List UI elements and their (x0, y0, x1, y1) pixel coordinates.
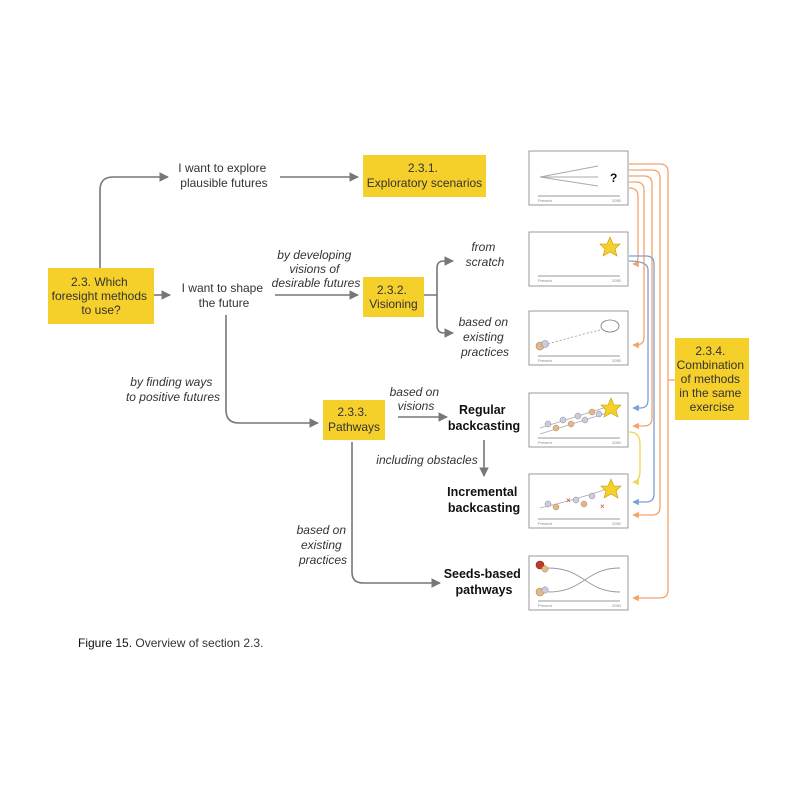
flow-arrows (99, 172, 489, 588)
exploratory-number: 2.3.1. (408, 161, 438, 175)
label-developing: by developing visions of desirable futur… (272, 248, 361, 290)
yellow-link (628, 431, 641, 486)
exploratory-title: Exploratory scenarios (367, 176, 482, 190)
orange-link-4 (629, 181, 645, 349)
visioning-node: 2.3.2. Visioning (363, 277, 424, 317)
combination-number: 2.3.4. (695, 344, 725, 358)
thumbnail-seeds: Present 2050 (528, 555, 629, 611)
root-line-3: to use? (81, 303, 121, 317)
question-mark: ? (610, 171, 617, 185)
label-from-scratch: from scratch (466, 240, 505, 269)
pathways-box (323, 400, 385, 440)
thumbnail-exploratory: ? Present 2050 (528, 150, 629, 206)
seeds-pathways-label: Seeds-based pathways (444, 567, 525, 597)
axis-end-label: 2050 (612, 198, 622, 203)
arrow-visioning-branch-top (424, 256, 454, 296)
blue-link-1 (629, 255, 655, 506)
svg-text:2.3.3. Pathways: 2.3.3. Pathways (328, 405, 380, 434)
thumbnail-vision-scratch: Present 2050 (528, 231, 629, 287)
shape-question: I want to shape the future (182, 281, 267, 310)
arrow-visioning-branch-bottom (436, 295, 454, 338)
visioning-box (363, 277, 424, 317)
svg-text:2.3.1. Exploratory scena: 2.3.1. Exploratory scenarios (367, 161, 482, 190)
exploratory-box (363, 155, 486, 197)
arrow-shape-to-pathways (225, 315, 319, 428)
label-finding-ways: by finding ways to positive futures (126, 375, 220, 404)
svg-text:2050: 2050 (612, 521, 622, 526)
root-box (48, 268, 154, 324)
orange-link-5 (628, 187, 639, 268)
visioning-number: 2.3.2. (377, 283, 407, 297)
axis-start-label: Present (538, 198, 553, 203)
svg-text:Present: Present (538, 521, 553, 526)
incremental-backcasting-label: Incremental backcasting (447, 485, 521, 515)
star-icon (599, 236, 621, 257)
svg-text:2050: 2050 (612, 440, 622, 445)
svg-text:Present: Present (538, 278, 553, 283)
exploratory-node: 2.3.1. Exploratory scenarios (363, 155, 486, 197)
pathways-number: 2.3.3. (337, 405, 367, 419)
cloud-icon (600, 319, 620, 333)
thumbnail-vision-existing: Present 2050 (528, 310, 629, 366)
pathways-node: 2.3.3. Pathways (323, 400, 385, 440)
svg-text:2050: 2050 (612, 278, 622, 283)
figure-number: Figure 15. (78, 636, 133, 650)
thumbnail-regular: Present 2050 (528, 392, 629, 448)
svg-text:2.3.4. Combination: 2.3.4. Combination of methods in the sam… (677, 344, 748, 414)
arrow-pathways-to-seeds (351, 442, 441, 588)
combination-line-4: exercise (690, 400, 735, 414)
root-line-1: 2.3. Which (71, 275, 128, 289)
obstacle-icon: × (566, 496, 571, 505)
thumbnail-frame (528, 310, 629, 366)
arrow-root-to-explore (99, 172, 169, 270)
svg-text:2050: 2050 (612, 603, 622, 608)
visioning-title: Visioning (369, 297, 417, 311)
orange-link-1 (629, 163, 669, 602)
shape-question-line-1: I want to shape (182, 281, 264, 295)
svg-text:Present: Present (538, 358, 553, 363)
label-based-on-visions: based on visions (390, 385, 443, 413)
svg-text:Present: Present (538, 603, 553, 608)
combination-connectors (628, 163, 675, 602)
blue-link-2 (628, 260, 649, 412)
root-label: 2.3. Which foresight methods to use? (52, 275, 151, 317)
label-obstacles: including obstacles (376, 453, 477, 467)
star-icon (600, 478, 622, 499)
combination-line-2: of methods (681, 372, 740, 386)
svg-text:2.3.2. Visioning: 2.3.2. Visioning (369, 283, 417, 311)
figure-caption: Figure 15. Overview of section 2.3. (78, 636, 263, 650)
svg-text:Present: Present (538, 440, 553, 445)
combination-node: 2.3.4. Combination of methods in the sam… (675, 338, 749, 420)
combination-box (675, 338, 749, 420)
label-visioning-existing: based on existing practices (459, 315, 512, 359)
regular-backcasting-label: Regular backcasting (448, 403, 520, 433)
orange-link-2 (629, 169, 661, 519)
svg-text:2050: 2050 (612, 358, 622, 363)
explore-question-line-1: I want to explore (178, 161, 266, 175)
root-line-2: foresight methods (52, 289, 147, 303)
explore-question-line-2: plausible futures (180, 176, 267, 190)
explore-question: I want to explore plausible futures (178, 161, 269, 190)
orange-link-3 (629, 175, 653, 430)
figure-caption-text: Overview of section 2.3. (132, 636, 264, 650)
combination-line-1: Combination (677, 358, 744, 372)
thumbnail-incremental: × × Present 2050 (528, 473, 629, 529)
thumbnail-frame (528, 392, 629, 448)
shape-question-line-2: the future (199, 296, 250, 310)
combination-line-3: in the same (679, 386, 741, 400)
star-icon (600, 397, 622, 418)
label-pathways-existing: based on existing practices (297, 523, 350, 567)
pathways-title: Pathways (328, 420, 380, 434)
obstacle-icon: × (600, 502, 605, 511)
root-node: 2.3. Which foresight methods to use? (48, 268, 154, 324)
